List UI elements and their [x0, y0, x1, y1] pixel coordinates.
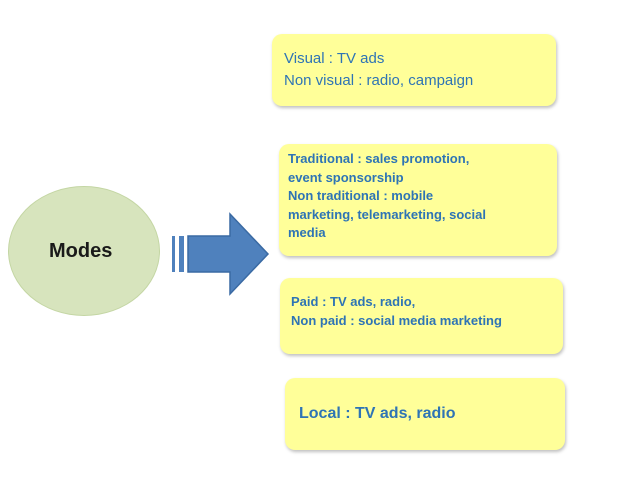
box-line: Paid : TV ads, radio,	[291, 294, 416, 309]
modes-label: Modes	[49, 239, 113, 262]
box-line: media	[288, 225, 326, 240]
box-line: marketing, telemarketing, social	[288, 206, 486, 222]
box-line: Non visual : radio, campaign	[284, 72, 474, 89]
box-line: Visual : TV ads	[284, 50, 385, 67]
box-line: Non paid : social media marketing	[291, 313, 502, 328]
box-line: event sponsorship	[288, 169, 404, 185]
box-line: Traditional : sales promotion,	[288, 151, 470, 166]
visual-modes-box: Visual : TV ads Non visual : radio, camp…	[272, 34, 556, 106]
paid-modes-box: Paid : TV ads, radio, Non paid : social …	[280, 278, 563, 354]
right-arrow	[170, 212, 282, 296]
traditional-modes-box: Traditional : sales promotion, event spo…	[279, 144, 557, 256]
box-line: Local : TV ads, radio	[299, 405, 456, 422]
box-line: Non traditional : mobile	[288, 188, 434, 203]
local-modes-box: Local : TV ads, radio	[285, 378, 565, 450]
right-arrow-icon	[172, 212, 270, 296]
modes-circle: Modes	[8, 186, 160, 316]
